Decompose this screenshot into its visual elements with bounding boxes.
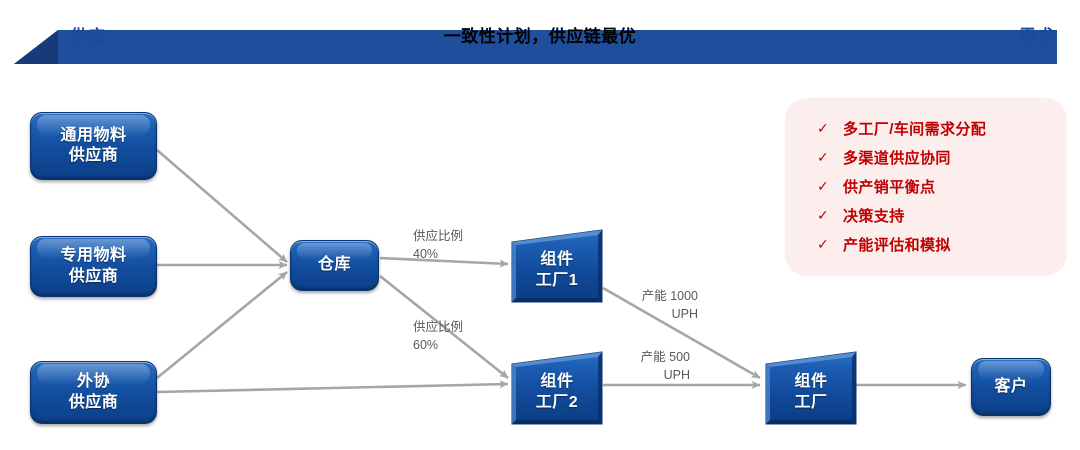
node-label: 客户 [994,377,1028,395]
header-left-label: 供应 [70,27,106,46]
edge-outsourced-to-factory2 [156,380,509,394]
node-label: 通用物料供应商 [60,126,127,164]
header-right-label: 需求 [1019,27,1055,46]
node-component-factory-1[interactable]: 组件工厂1 [511,229,603,303]
node-outsourced-supplier[interactable]: 外协供应商 [30,361,157,424]
check-icon: ✓ [817,120,829,136]
list-item: ✓ 决策支持 [785,201,1067,230]
node-component-factory[interactable]: 组件工厂 [765,351,857,425]
list-item-label: 决策支持 [843,208,905,225]
node-customer[interactable]: 客户 [971,358,1051,416]
check-icon: ✓ [817,178,829,194]
list-item: ✓ 多工厂/车间需求分配 [785,114,1067,143]
node-label: 外协供应商 [68,373,119,411]
list-item-label: 产能评估和模拟 [843,237,951,254]
edge-outsourced-to-warehouse [156,270,288,380]
list-item: ✓ 供产销平衡点 [785,172,1067,201]
manual-input-shape [511,351,603,425]
node-label: 组件工厂2 [535,373,579,411]
edge-warehouse-to-factory2 [379,274,509,380]
node-component-factory-2[interactable]: 组件工厂2 [511,351,603,425]
node-label: 组件工厂 [794,373,828,411]
check-icon: ✓ [817,236,829,252]
list-item: ✓ 多渠道供应协同 [785,143,1067,172]
node-dedicated-material-supplier[interactable]: 专用物料供应商 [30,236,157,297]
node-general-material-supplier[interactable]: 通用物料供应商 [30,112,157,180]
node-warehouse[interactable]: 仓库 [290,240,379,291]
node-label: 专用物料供应商 [60,247,127,285]
check-icon: ✓ [817,149,829,165]
edge-warehouse-to-factory1 [379,256,509,268]
list-item-label: 供产销平衡点 [843,179,936,196]
edge-general-to-warehouse [156,149,288,263]
header-bar-shape [14,30,1057,64]
manual-input-shape [765,351,857,425]
node-label: 组件工厂1 [535,251,579,289]
check-icon: ✓ [817,207,829,223]
benefits-list: ✓ 多工厂/车间需求分配 ✓ 多渠道供应协同 ✓ 供产销平衡点 ✓ 决策支持 ✓… [785,98,1067,259]
page-title: 一致性计划，供应链最优 [443,27,637,46]
node-label: 仓库 [317,256,351,274]
benefits-callout: ✓ 多工厂/车间需求分配 ✓ 多渠道供应协同 ✓ 供产销平衡点 ✓ 决策支持 ✓… [785,98,1067,276]
list-item: ✓ 产能评估和模拟 [785,230,1067,259]
list-item-label: 多工厂/车间需求分配 [843,121,987,138]
list-item-label: 多渠道供应协同 [843,150,951,167]
edge-factory1-to-factory [602,286,761,380]
manual-input-shape [511,229,603,303]
